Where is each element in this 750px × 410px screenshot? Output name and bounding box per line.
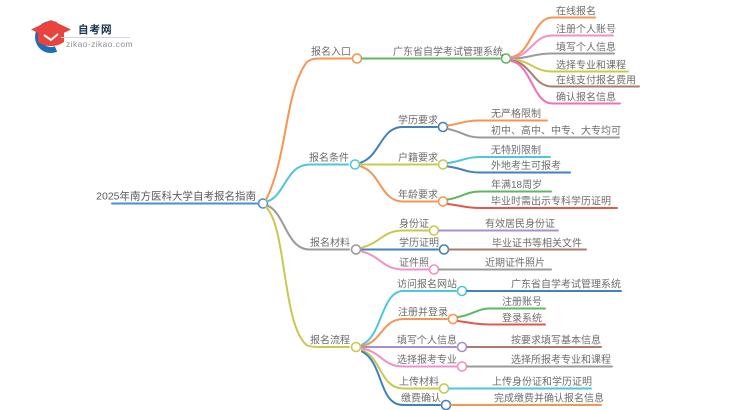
leaf-line-age-18 [447, 190, 552, 201]
leaf-label-pay-online[interactable]: 在线支付报名费用 [556, 74, 636, 87]
branch-line-choose-major [361, 347, 457, 368]
node-label-register-login[interactable]: 注册并登录 [398, 306, 448, 319]
branch-line-id-card [361, 229, 429, 249]
leaf-label-complete-payment[interactable]: 完成缴费并确认报名信息 [494, 392, 604, 405]
branch-line-age-req [360, 165, 438, 203]
node-handle-residence-req[interactable] [437, 159, 449, 170]
node-handle-edu-cert[interactable] [438, 244, 450, 255]
leaf-line-choose-courses [510, 58, 629, 73]
node-handle-visit-site[interactable] [456, 285, 468, 297]
branch-line-payment-confirm [361, 350, 441, 406]
leaf-line-register [457, 307, 546, 318]
leaf-line-confirm-info [510, 60, 621, 105]
leaf-label-diploma-files[interactable]: 毕业证书等相关文件 [492, 237, 582, 250]
node-label-fill-personal-info[interactable]: 填写个人信息 [397, 334, 457, 347]
node-handle-upload-materials[interactable] [438, 383, 450, 394]
branch-line-entry [265, 57, 352, 201]
leaf-label-recent-photo[interactable]: 近期证件照片 [485, 256, 545, 269]
leaf-label-nonlocal-ok[interactable]: 外地考生可报考 [491, 159, 561, 172]
leaf-label-no-special-limit[interactable]: 无特别限制 [491, 144, 541, 157]
leaf-label-diploma-at-graduation[interactable]: 毕业时需出示专科学历证明 [491, 195, 611, 208]
leaf-label-confirm-info[interactable]: 确认报名信息 [556, 91, 616, 104]
logo-domain: zikao-zikao.com [66, 39, 133, 49]
leaf-line-register-account [510, 34, 614, 59]
leaf-label-valid-id[interactable]: 有效居民身份证 [485, 217, 555, 230]
node-handle-process[interactable] [350, 341, 362, 353]
branch-line-process [265, 206, 350, 348]
branch-line-materials [266, 204, 350, 251]
node-label-conditions[interactable]: 报名条件 [309, 151, 349, 164]
node-label-age-req[interactable]: 年龄要求 [398, 188, 438, 201]
node-handle-entry[interactable] [351, 53, 363, 64]
node-label-residence-req[interactable]: 户籍要求 [398, 151, 438, 164]
leaf-label-upload-id-cert[interactable]: 上传身份证和学历证明 [492, 375, 592, 388]
root-node-handle[interactable] [257, 198, 269, 209]
leaf-label-age-18[interactable]: 年满18周岁 [491, 178, 542, 191]
leaf-line-fill-info [510, 52, 615, 60]
node-handle-choose-major[interactable] [456, 361, 468, 372]
node-label-photo[interactable]: 证件照 [399, 257, 429, 269]
site-logo: 自考网 zikao-zikao.com [31, 20, 133, 53]
branch-line-visit-site [361, 290, 457, 346]
leaf-line-login [457, 320, 546, 326]
node-handle-payment-confirm[interactable] [440, 399, 452, 410]
leaf-label-fill-basic-info[interactable]: 按要求填写基本信息 [511, 334, 601, 347]
leaf-line-any-diploma [447, 128, 620, 139]
branch-line-conditions [266, 163, 349, 203]
node-handle-education-req[interactable] [437, 121, 449, 133]
node-handle-conditions[interactable] [349, 159, 361, 170]
node-handle-materials[interactable] [350, 244, 362, 255]
leaf-line-no-special-limit [447, 156, 551, 164]
root-node-label[interactable]: 2025年南方医科大学自考报名指南 [96, 190, 256, 203]
node-label-entry-system[interactable]: 广东省自学考试管理系统 [393, 45, 503, 58]
node-handle-register-login[interactable] [447, 313, 459, 325]
leaf-label-login[interactable]: 登录系统 [502, 312, 542, 325]
branch-line-upload-materials [361, 349, 439, 390]
logo-title: 自考网 [78, 23, 113, 36]
leaf-label-choose-courses[interactable]: 选择专业和课程 [556, 59, 626, 72]
node-label-process[interactable]: 报名流程 [310, 334, 350, 347]
leaf-label-register[interactable]: 注册账号 [502, 295, 542, 308]
cap-chevron-mark [43, 33, 59, 42]
leaf-line-pay-online [510, 59, 640, 88]
node-label-payment-confirm[interactable]: 缴费确认 [401, 392, 441, 405]
node-label-entry[interactable]: 报名入口 [311, 45, 351, 58]
leaf-label-register-account[interactable]: 注册个人账号 [556, 23, 616, 36]
node-handle-fill-personal-info[interactable] [456, 341, 468, 353]
branch-line-education-req [360, 126, 438, 164]
leaf-line-no-strict-limit [447, 119, 548, 127]
leaf-line-nonlocal-ok [447, 165, 571, 174]
node-label-materials[interactable]: 报名材料 [310, 236, 350, 249]
leaf-label-online-signup[interactable]: 在线报名 [556, 5, 596, 18]
node-handle-id-card[interactable] [428, 225, 440, 236]
node-handle-age-req[interactable] [437, 196, 449, 207]
leaf-line-online-signup [510, 16, 596, 58]
node-label-education-req[interactable]: 学历要求 [398, 114, 438, 127]
node-label-edu-cert[interactable]: 学历证明 [399, 236, 439, 249]
node-label-visit-site[interactable]: 访问报名网站 [397, 278, 457, 291]
node-label-choose-major[interactable]: 选择报考专业 [397, 353, 457, 366]
branch-line-register-login [361, 318, 448, 347]
leaf-label-no-strict-limit[interactable]: 无严格限制 [491, 107, 541, 120]
node-label-upload-materials[interactable]: 上传材料 [399, 375, 439, 388]
leaf-label-fill-info[interactable]: 填写个人信息 [556, 41, 616, 54]
node-label-id-card[interactable]: 身份证 [399, 217, 429, 230]
leaf-label-gd-system[interactable]: 广东省自学考试管理系统 [511, 278, 621, 291]
node-handle-photo[interactable] [428, 264, 440, 275]
leaf-line-diploma-at-graduation [447, 203, 618, 209]
branch-line-photo [361, 250, 429, 271]
leaf-label-any-diploma[interactable]: 初中、高中、中专、大专均可 [491, 124, 621, 137]
leaf-label-choose-major-courses[interactable]: 选择所报考专业和课程 [511, 353, 611, 366]
